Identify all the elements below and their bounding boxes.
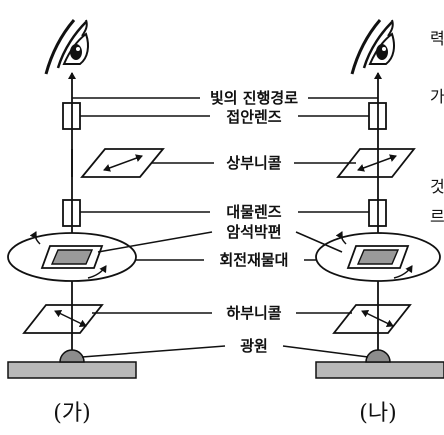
- caption-left: (가): [53, 401, 90, 426]
- lower-nicol-left: [22, 304, 104, 334]
- side-text-4: 르: [430, 207, 444, 226]
- label-eyepiece: 접안렌즈: [226, 108, 281, 126]
- label-objective: 대물렌즈: [226, 203, 281, 221]
- eye-icon: [350, 19, 395, 75]
- microscope-left: (가): [7, 19, 165, 426]
- side-text-fragments: 력 가 것 르: [430, 29, 444, 226]
- upper-nicol-right: [336, 148, 416, 178]
- base-left: [7, 361, 137, 379]
- label-lower-nicol: 하부니콜: [226, 304, 281, 322]
- side-text-1: 력: [430, 29, 444, 48]
- eye-icon: [44, 19, 89, 75]
- thin-section-left: [50, 249, 94, 265]
- rotating-stage-left: [7, 231, 137, 282]
- label-thin-section: 암석박편: [226, 223, 281, 241]
- label-light-source: 광원: [240, 337, 268, 355]
- labels: 빛의 진행경로 접안렌즈 상부니콜 대물렌즈 암석박편 회전재물대 하부니콜 광…: [72, 89, 378, 358]
- caption-right: (나): [359, 401, 396, 426]
- label-upper-nicol: 상부니콜: [226, 154, 281, 172]
- light-source-left: [59, 349, 85, 363]
- thin-section-right: [356, 249, 400, 265]
- base-right: [315, 361, 444, 379]
- side-text-2: 가: [430, 87, 444, 106]
- side-text-3: 것: [430, 177, 444, 196]
- lower-nicol-right: [332, 304, 412, 334]
- microscope-right: (나): [315, 19, 444, 426]
- light-source-right: [365, 349, 391, 363]
- upper-nicol-left: [71, 148, 165, 178]
- label-rotating-stage: 회전재물대: [219, 251, 288, 269]
- rotating-stage-right: [315, 231, 441, 282]
- label-light-path: 빛의 진행경로: [210, 89, 298, 107]
